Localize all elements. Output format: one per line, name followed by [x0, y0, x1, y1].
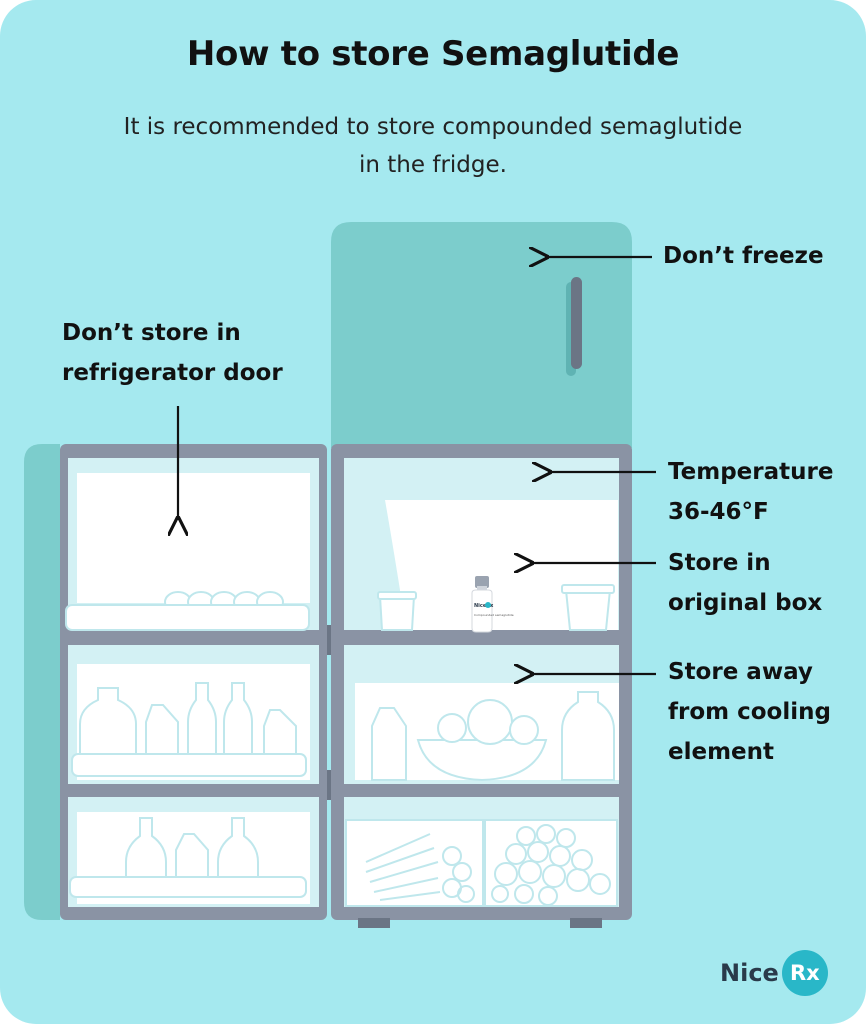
vial-brand: NiceRx — [474, 603, 494, 609]
annotation-arrows — [178, 257, 656, 674]
freezer-handle — [571, 277, 582, 369]
logo-word: Nice — [720, 959, 779, 987]
label-door-line2: refrigerator door — [62, 360, 283, 386]
label-door-line1: Don’t store in — [62, 320, 241, 346]
label-box-line1: Store in — [668, 550, 771, 576]
vial-label-text: Compounded semaglutide — [474, 613, 514, 617]
semaglutide-vial: NiceRx Compounded semaglutide — [471, 576, 514, 633]
label-temperature: Temperature 36-46°F — [668, 452, 833, 532]
label-dont-freeze-text: Don’t freeze — [663, 243, 824, 269]
label-cooling-element: Store away from cooling element — [668, 652, 831, 772]
logo-badge: Rx — [781, 950, 828, 996]
label-original-box: Store in original box — [668, 543, 822, 623]
label-temperature-line1: Temperature — [668, 459, 834, 485]
label-dont-freeze: Don’t freeze — [663, 236, 824, 276]
label-cooling-line1: Store away — [668, 659, 813, 685]
fridge-side-panel — [24, 444, 60, 920]
main-compartment: NiceRx Compounded semaglutide — [331, 444, 632, 928]
label-box-line2: original box — [668, 590, 823, 616]
label-door: Don’t store in refrigerator door — [62, 313, 283, 393]
label-temperature-line2: 36-46°F — [668, 499, 769, 525]
page-title: How to store Semaglutide — [186, 34, 680, 74]
page-subtitle: It is recommended to store compounded se… — [123, 114, 743, 178]
freezer-compartment — [331, 222, 632, 448]
nicerx-logo: Nice Rx — [720, 950, 828, 996]
left-door — [60, 444, 327, 920]
label-cooling-line2: from cooling — [668, 699, 831, 725]
label-cooling-line3: element — [668, 739, 775, 765]
